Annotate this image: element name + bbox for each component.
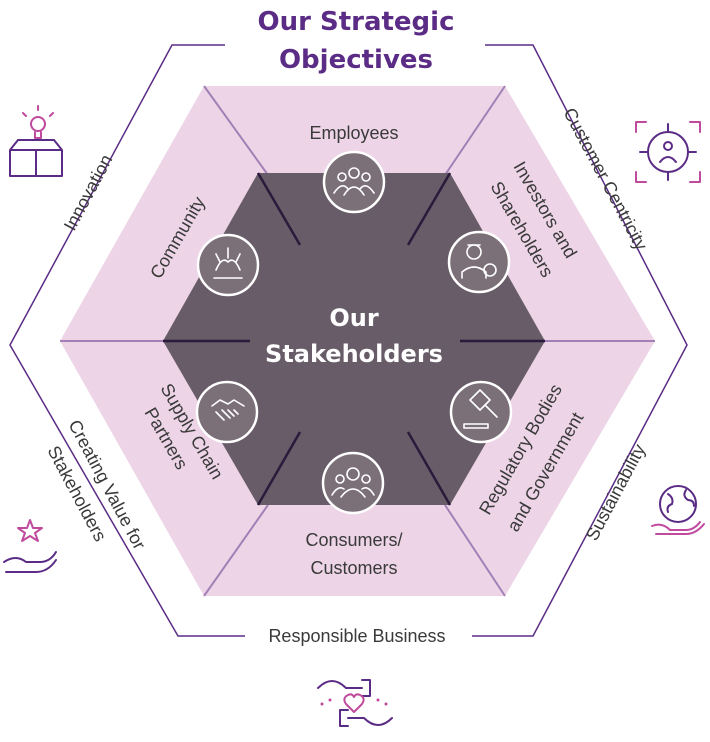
consumers-icon: [321, 451, 385, 515]
center-title-line1: Our: [329, 304, 378, 332]
objective-label-innovation: Innovation: [60, 151, 117, 234]
diagram-title-line2: Objectives: [279, 45, 433, 75]
heart-hands-icon: [317, 679, 393, 727]
diagram-title-line1: Our Strategic: [257, 7, 454, 37]
stakeholder-label-employees: Employees: [309, 123, 398, 143]
gavel-icon: [449, 380, 513, 444]
employees-icon: [322, 150, 386, 214]
target-people-icon: [635, 121, 701, 183]
lightbulb-box-icon: [9, 105, 63, 177]
objective-label-sustainability: Sustainability: [582, 441, 649, 544]
globe-in-hand-icon: [651, 485, 705, 535]
community-hands-icon: [196, 233, 260, 297]
stakeholder-label-consumers-line1: Consumers/: [305, 530, 402, 550]
investor-icon: [447, 230, 511, 294]
star-in-hand-icon: [3, 519, 57, 573]
outer-hexagon-outline-right: [472, 44, 688, 637]
objective-label-responsible-business: Responsible Business: [268, 626, 445, 646]
handshake-icon: [195, 380, 259, 444]
outer-hexagon-outline: [9, 44, 245, 637]
stakeholder-label-consumers-line2: Customers: [310, 558, 397, 578]
center-title-line2: Stakeholders: [265, 340, 443, 368]
